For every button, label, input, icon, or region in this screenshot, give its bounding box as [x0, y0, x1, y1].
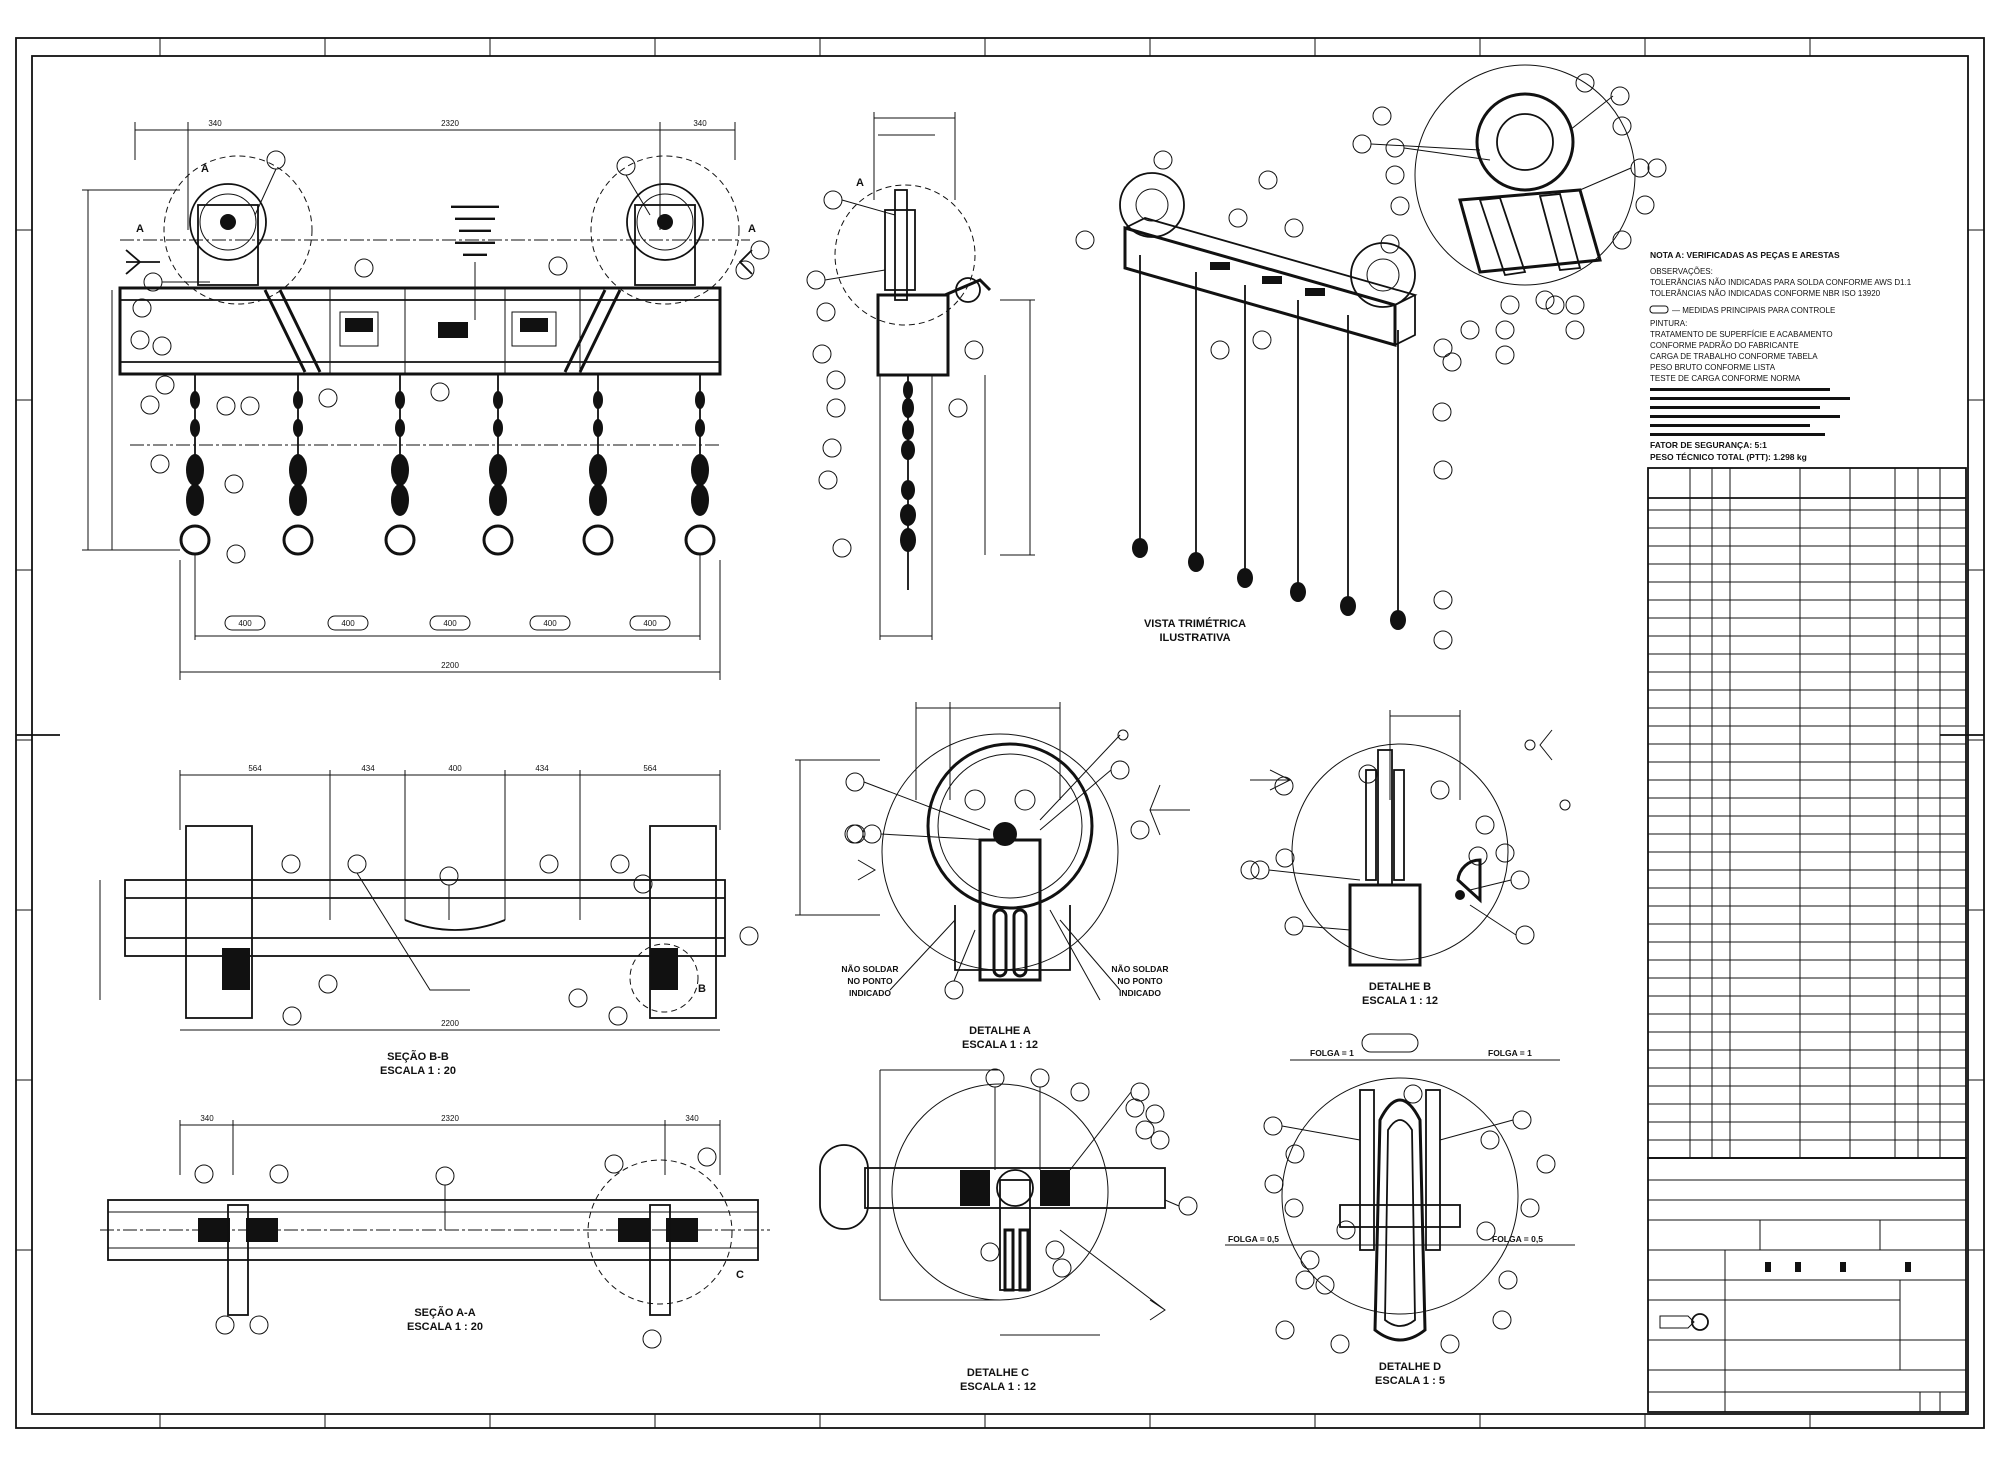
spacing-5: 400 [643, 619, 657, 628]
detail-b-title: DETALHE B [1369, 981, 1431, 993]
iso-view-scale: ILUSTRATIVA [1159, 632, 1230, 644]
nao-soldar-left-3: INDICADO [849, 988, 891, 998]
bb-marker-b: B [698, 983, 706, 995]
nao-soldar-left-2: NO PONTO [847, 976, 893, 986]
notes-line-1: OBSERVAÇÕES: [1650, 267, 1713, 276]
bb-dim-1: 564 [248, 764, 262, 773]
side-view: A [806, 112, 1035, 640]
front-right-dim: 340 [693, 119, 707, 128]
notes-line-5: PINTURA: [1650, 319, 1687, 328]
notes-safety: FATOR DE SEGURANÇA: 5:1 [1650, 440, 1767, 450]
spacing-2: 400 [341, 619, 355, 628]
border-zone-ticks [16, 38, 1984, 1428]
detail-d-title: DETALHE D [1379, 1361, 1441, 1373]
aa-top-dim: 2320 [441, 1114, 459, 1123]
bb-dim-2: 434 [361, 764, 375, 773]
folga-top-right: FOLGA = 1 [1488, 1048, 1532, 1058]
detail-c: DETALHE C ESCALA 1 : 12 [819, 1068, 1198, 1393]
notes-line-6: TRATAMENTO DE SUPERFÍCIE E ACABAMENTO [1650, 330, 1833, 339]
detail-c-title: DETALHE C [967, 1367, 1029, 1379]
title-block [1647, 1157, 1967, 1413]
notes-block: NOTA A: VERIFICADAS AS PEÇAS E ARESTAS O… [1649, 250, 1912, 462]
detail-a-scale: ESCALA 1 : 12 [962, 1039, 1038, 1051]
section-a-a: 2320 340 340 C SEÇÃO A-A ESCALA 1 : 20 [100, 1114, 770, 1349]
bb-dim-4: 434 [535, 764, 549, 773]
spacing-3: 400 [443, 619, 457, 628]
svg-text:▬▬▬▬: ▬▬▬▬ [459, 225, 491, 234]
notes-weight: PESO TÉCNICO TOTAL (PTT): 1.298 kg [1650, 452, 1807, 462]
detail-d: FOLGA = 1 FOLGA = 1 FOLGA = 0,5 FOLGA = … [1225, 1033, 1575, 1387]
section-b-b: 564 434 400 434 564 2200 B SEÇÃO B-B ESC… [99, 764, 759, 1077]
folga-side-right: FOLGA = 0,5 [1492, 1234, 1543, 1244]
section-aa-scale: ESCALA 1 : 20 [407, 1321, 483, 1333]
nao-soldar-right-3: INDICADO [1119, 988, 1161, 998]
detail-d-scale: ESCALA 1 : 5 [1375, 1375, 1445, 1387]
spacing-4: 400 [543, 619, 557, 628]
isometric-view: VISTA TRIMÉTRICA ILUSTRATIVA [1075, 64, 1667, 650]
front-view: 2320 340 340 [82, 119, 770, 680]
notes-line-2: TOLERÂNCIAS NÃO INDICADAS PARA SOLDA CON… [1650, 278, 1912, 287]
detail-c-scale: ESCALA 1 : 12 [960, 1381, 1036, 1393]
detail-a-title: DETALHE A [969, 1025, 1031, 1037]
notes-line-8: CARGA DE TRABALHO CONFORME TABELA [1650, 352, 1818, 361]
section-marker-a-left: A [136, 223, 144, 235]
folga-side-left: FOLGA = 0,5 [1228, 1234, 1279, 1244]
front-bottom-dim: 2200 [441, 661, 459, 670]
folga-top-left: FOLGA = 1 [1310, 1048, 1354, 1058]
detail-b-scale: ESCALA 1 : 12 [1362, 995, 1438, 1007]
svg-text:▬▬▬: ▬▬▬ [463, 249, 487, 258]
section-marker-a-right: A [748, 223, 756, 235]
svg-text:▬▬▬▬▬▬: ▬▬▬▬▬▬ [451, 201, 499, 210]
section-bb-title: SEÇÃO B-B [387, 1050, 449, 1063]
aa-marker-c: C [736, 1269, 744, 1281]
svg-text:▬▬▬▬▬: ▬▬▬▬▬ [455, 213, 495, 222]
front-left-dim: 340 [208, 119, 222, 128]
aa-right-dim: 340 [685, 1114, 699, 1123]
notes-line-7: CONFORME PADRÃO DO FABRICANTE [1650, 341, 1799, 350]
spacing-1: 400 [238, 619, 252, 628]
bb-dim-5: 564 [643, 764, 657, 773]
side-marker-a: A [856, 177, 864, 189]
section-bb-scale: ESCALA 1 : 20 [380, 1065, 456, 1077]
nao-soldar-right-2: NO PONTO [1117, 976, 1163, 986]
detail-a: NÃO SOLDAR NO PONTO INDICADO NÃO SOLDAR … [795, 702, 1190, 1051]
parts-list-table [1647, 467, 1967, 1159]
front-top-dim: 2320 [441, 119, 459, 128]
detail-b: DETALHE B ESCALA 1 : 12 [1240, 710, 1571, 1007]
notes-line-4: — MEDIDAS PRINCIPAIS PARA CONTROLE [1672, 306, 1835, 315]
svg-text:▬▬▬▬▬: ▬▬▬▬▬ [455, 237, 495, 246]
sheet-outer-border [15, 37, 1985, 1429]
bb-bottom-dim: 2200 [441, 1019, 459, 1028]
nao-soldar-left-1: NÃO SOLDAR [841, 964, 898, 974]
notes-heading: NOTA A: VERIFICADAS AS PEÇAS E ARESTAS [1650, 250, 1840, 260]
iso-view-title: VISTA TRIMÉTRICA [1144, 617, 1246, 630]
bb-dim-3: 400 [448, 764, 462, 773]
detail-marker-a: A [201, 163, 209, 175]
notes-line-10: TESTE DE CARGA CONFORME NORMA [1650, 374, 1801, 383]
notes-line-3: TOLERÂNCIAS NÃO INDICADAS CONFORME NBR I… [1650, 289, 1881, 298]
aa-left-dim: 340 [200, 1114, 214, 1123]
notes-line-9: PESO BRUTO CONFORME LISTA [1650, 363, 1776, 372]
nao-soldar-right-1: NÃO SOLDAR [1111, 964, 1168, 974]
section-aa-title: SEÇÃO A-A [414, 1306, 475, 1319]
